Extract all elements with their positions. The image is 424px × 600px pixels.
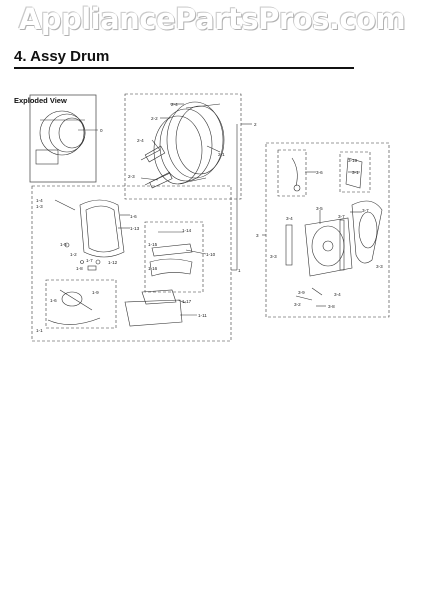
callout-3-4b: 3-4 <box>334 292 341 297</box>
section-heading: 4. Assy Drum <box>14 48 109 65</box>
callout-3-7b: 3-7 <box>362 208 369 213</box>
callout-2-2: 2-2 <box>151 116 158 121</box>
callout-1-14: 1-14 <box>182 228 192 233</box>
callout-3-10: 3-10 <box>348 158 358 163</box>
callout-0: 0 <box>100 128 103 133</box>
callout-3-3b: 3-3 <box>376 264 383 269</box>
callout-3-3: 3-3 <box>270 254 277 259</box>
callout-1-5: 1-5 <box>60 242 67 247</box>
callout-3: 3 <box>256 233 259 238</box>
callout-2-4: 2-4 <box>171 102 178 107</box>
callout-3-5: 3-5 <box>316 206 323 211</box>
assembly-3-inner-frame <box>277 149 307 197</box>
callout-1-7: 1-7 <box>86 258 93 263</box>
callout-1-9: 1-9 <box>92 290 99 295</box>
front-assembly-1 <box>47 199 193 327</box>
callout-3-2: 3-2 <box>294 302 301 307</box>
callout-3-6: 3-6 <box>316 170 323 175</box>
callout-1-6b: 1-6 <box>50 298 57 303</box>
assembly-3-frame <box>265 142 390 318</box>
callout-1-15: 1-15 <box>148 242 158 247</box>
section-title: Assy Drum <box>30 48 110 65</box>
callout-3-1: 3-1 <box>352 170 359 175</box>
watermark-logo: AppliancePartsPros.com <box>18 2 406 36</box>
callout-1-13: 1-13 <box>130 226 140 231</box>
callout-1-11: 1-11 <box>198 313 207 318</box>
assembly-2-frame <box>124 93 242 200</box>
exploded-view-label: Exploded View <box>14 96 67 105</box>
callout-2-4b: 2-4 <box>137 138 144 143</box>
callout-1-4: 1-4 <box>36 198 43 203</box>
callout-1-1: 1-1 <box>36 328 43 333</box>
section-number: 4. <box>14 48 27 65</box>
drum-thumbnail <box>35 110 86 165</box>
assembly-1-lower-frame <box>45 279 117 329</box>
heading-rule <box>14 67 354 69</box>
callout-1: 1 <box>238 268 241 273</box>
callout-3-8: 3-8 <box>328 304 335 309</box>
callout-1-2: 1-2 <box>70 252 77 257</box>
assembly-1-frame <box>31 185 232 342</box>
callout-1-8: 1-8 <box>76 266 83 271</box>
callout-1-16: 1-16 <box>148 266 158 271</box>
callout-3-4: 3-4 <box>286 216 293 221</box>
callout-1-17: 1-17 <box>182 299 192 304</box>
callout-2-3: 2-3 <box>128 174 135 179</box>
callout-3-9: 3-9 <box>298 290 305 295</box>
callout-1-10: 1-10 <box>206 252 216 257</box>
drum-assembly-2 <box>140 101 225 189</box>
callout-1-6: 1-6 <box>130 214 137 219</box>
assembly-1-inner-frame <box>144 221 204 293</box>
callout-2-1: 2-1 <box>218 152 225 157</box>
rear-assembly-3 <box>285 157 383 307</box>
assembly-3-inner-frame-b <box>339 151 371 193</box>
assembly-0-frame <box>29 94 97 183</box>
callout-1-3: 1-3 <box>36 204 43 209</box>
callout-1-12: 1-12 <box>108 260 118 265</box>
callout-2: 2 <box>254 122 257 127</box>
callout-3-7: 3-7 <box>338 214 345 219</box>
